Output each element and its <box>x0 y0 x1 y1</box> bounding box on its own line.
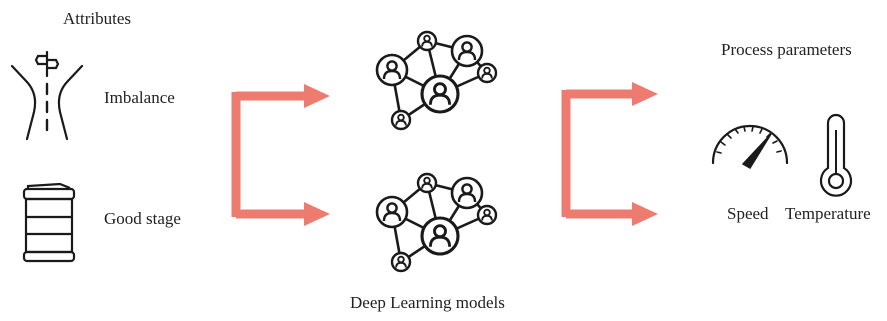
parameters-title: Process parameters <box>721 40 852 59</box>
neural-network-icon-top <box>377 32 496 129</box>
attribute-label-imbalance: Imbalance <box>104 88 175 107</box>
arrows-to-parameters <box>561 82 658 226</box>
models-caption: Deep Learning models <box>350 293 505 312</box>
thermometer-icon <box>819 113 853 197</box>
arrows-to-models <box>231 84 330 226</box>
parameter-label-speed: Speed <box>727 204 769 223</box>
parameter-label-temperature: Temperature <box>785 204 871 223</box>
speedometer-icon <box>711 124 789 170</box>
neural-network-icon-bottom <box>377 174 496 271</box>
road-fork-icon <box>10 50 84 141</box>
barrel-icon <box>22 182 76 263</box>
attributes-title: Attributes <box>63 9 131 28</box>
attribute-label-good-stage: Good stage <box>104 209 181 228</box>
